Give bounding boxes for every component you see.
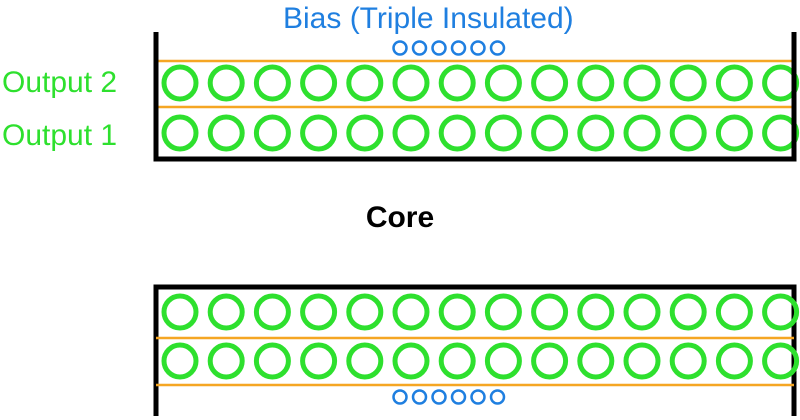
output-2-layer-top-turn — [346, 64, 384, 102]
output-2-layer-bottom-turn — [253, 342, 291, 380]
bias-winding-bottom-turn — [392, 389, 408, 405]
output-1-layer-bottom-turn — [669, 293, 707, 331]
output-2-layer-bottom-turn — [577, 342, 615, 380]
output-1-layer-bottom-turn — [484, 293, 522, 331]
output-2-layer-top-turn — [715, 64, 753, 102]
output-2-layer-top-turn — [577, 64, 615, 102]
output-2-layer-bottom-turn — [762, 342, 800, 380]
output-1-layer-bottom-turn — [161, 293, 199, 331]
output-2-layer-top-turn — [161, 64, 199, 102]
bias-winding-bottom-turn — [411, 389, 428, 405]
output-1-layer-bottom-turn — [762, 293, 800, 331]
output-2-layer-bottom-turn — [300, 342, 338, 380]
output-2-layer-top-turn — [207, 64, 245, 102]
output-2-layer-bottom-turn — [438, 342, 476, 380]
output-1-layer-top-turn — [484, 114, 522, 152]
output-2-label: Output 2 — [2, 66, 118, 99]
output-2-layer-bottom-turn — [715, 342, 753, 380]
output-1-layer-bottom-turn — [253, 293, 291, 331]
output-1-layer-top-turn — [623, 114, 661, 152]
output-1-layer-top-turn — [392, 114, 430, 152]
output-1-layer-bottom-turn — [392, 293, 430, 331]
output-2-layer-top-turn — [392, 64, 430, 102]
bias-winding-top-turn — [392, 40, 408, 56]
output-2-layer-bottom-turn — [392, 342, 430, 380]
output-1-layer-top-turn — [762, 114, 800, 152]
output-2-layer-top-turn — [253, 64, 291, 102]
output-1-layer-bottom-turn — [715, 293, 753, 331]
output-2-layer-bottom-turn — [484, 342, 522, 380]
output-1-layer-bottom-turn — [531, 293, 569, 331]
output-1-layer-bottom-turn — [207, 293, 245, 331]
bias-winding-bottom-turn — [470, 389, 486, 405]
output-1-layer-top-turn — [577, 114, 615, 152]
core-label: Core — [365, 201, 435, 234]
output-2-layer-top-turn — [438, 64, 476, 102]
output-1-layer-bottom-turn — [346, 293, 384, 331]
bias-winding-bottom-turn — [431, 389, 447, 405]
output-2-layer-top-turn — [300, 64, 338, 102]
output-2-layer-bottom-turn — [161, 342, 199, 380]
output-1-layer-top-turn — [161, 114, 199, 152]
bias-winding-top-turn — [411, 40, 428, 56]
output-1-layer-top-turn — [438, 114, 476, 152]
output-2-layer-top-turn — [623, 64, 661, 102]
output-2-layer-bottom-turn — [623, 342, 661, 380]
output-2-layer-top-turn — [669, 64, 707, 102]
output-1-layer-bottom-turn — [577, 293, 615, 331]
output-2-layer-top-turn — [484, 64, 522, 102]
output-1-layer-top-turn — [346, 114, 384, 152]
bias-winding-top-turn — [489, 40, 506, 56]
bias-winding-bottom-turn — [489, 389, 506, 405]
output-1-layer-bottom-turn — [623, 293, 661, 331]
bias-winding-top-turn — [431, 40, 447, 56]
output-1-layer-top-turn — [669, 114, 707, 152]
bias-winding-top-turn — [450, 40, 467, 56]
output-1-layer-top-turn — [715, 114, 753, 152]
bias-winding-label: Bias (Triple Insulated) — [283, 2, 574, 35]
output-2-layer-top-turn — [762, 64, 800, 102]
output-2-layer-top-turn — [531, 64, 569, 102]
output-1-layer-top-turn — [253, 114, 291, 152]
output-1-layer-bottom-turn — [300, 293, 338, 331]
output-1-layer-bottom-turn — [438, 293, 476, 331]
bias-winding-bottom-turn — [450, 389, 467, 405]
output-1-layer-top-turn — [300, 114, 338, 152]
output-1-layer-top-turn — [207, 114, 245, 152]
output-1-layer-top-turn — [531, 114, 569, 152]
output-2-layer-bottom-turn — [207, 342, 245, 380]
bias-winding-top-turn — [470, 40, 486, 56]
output-2-layer-bottom-turn — [531, 342, 569, 380]
output-2-layer-bottom-turn — [346, 342, 384, 380]
output-1-label: Output 1 — [2, 119, 118, 152]
output-2-layer-bottom-turn — [669, 342, 707, 380]
bobbin-top — [153, 32, 797, 162]
